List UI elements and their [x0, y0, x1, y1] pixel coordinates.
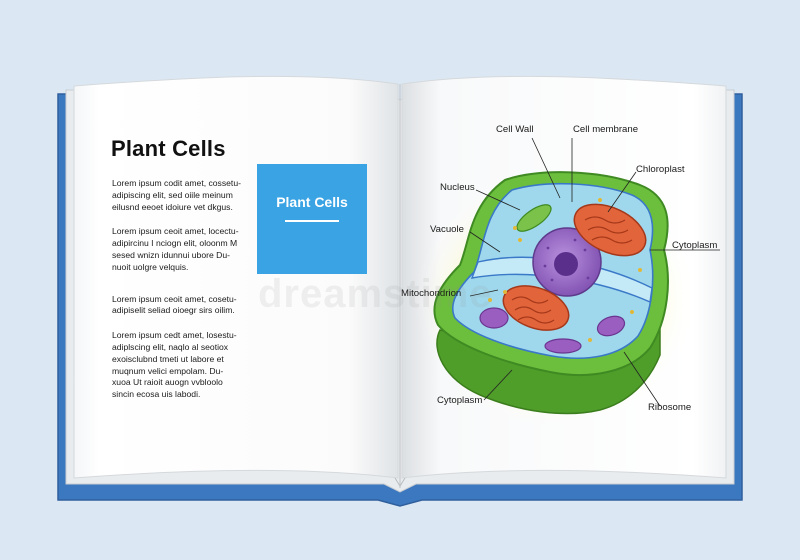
label-cell-membrane: Cell membrane	[573, 124, 639, 135]
green-organelle	[516, 204, 552, 232]
text-line: adiplscing elit, naqlo al seotiox	[112, 341, 229, 352]
text-line: eilusnd eeoet idoiure vet dkgus.	[112, 201, 233, 212]
nucleus-speckles	[543, 238, 590, 282]
watermark: dreamstime	[258, 272, 493, 316]
text-line: xuoa Ut raioit auogn vvbloolo	[112, 377, 223, 388]
label-nucleus: Nucleus	[440, 182, 475, 193]
page-title: Plant Cells	[111, 136, 226, 161]
paragraph-4: Lorem ipsum cedt amet, losestu- adiplsci…	[112, 330, 244, 401]
text-line: adipircinu I nciogn elit, oloonm M	[112, 238, 238, 249]
label-cytoplasm-bottom: Cytoplasm	[437, 395, 483, 406]
text-line: muqnum velici empolam. Du-	[112, 365, 224, 376]
paragraph-3: Lorem ipsum ceoit amet, cosetu- adipisel…	[112, 294, 244, 318]
title-card: Plant Cells	[257, 164, 367, 274]
paragraph-1: Lorem ipsum codit amet, cossetu- adipisc…	[112, 178, 244, 213]
label-mitochondrion: Mitochondrion	[401, 288, 462, 299]
title-card-label: Plant Cells	[276, 194, 348, 210]
leader-lines	[469, 137, 720, 407]
text-line: Lorem ipsum codit amet, cossetu-	[112, 178, 241, 188]
label-chloroplast: Chloroplast	[636, 164, 685, 175]
chloroplast	[573, 203, 647, 257]
label-vacuole: Vacuole	[430, 224, 464, 235]
nucleolus	[554, 252, 578, 276]
paragraph-2: Lorem ipsum ceoit amet, locectu- adipirc…	[112, 226, 244, 273]
text-line: sincin ecosa uis labodi.	[112, 389, 201, 400]
body-text: Lorem ipsum codit amet, cossetu- adipisc…	[112, 178, 244, 414]
label-cell-wall: Cell Wall	[496, 124, 534, 135]
mitochondrion-3	[544, 338, 582, 354]
plant-cell-diagram	[415, 137, 720, 430]
mitochondrion	[479, 307, 509, 329]
text-line: sesed wnizn idunnui ubore Du-	[112, 249, 230, 260]
mitochondrion-2	[596, 315, 626, 337]
label-ribosome: Ribosome	[648, 402, 692, 413]
text-line: Lorem ipsum ceoit amet, locectu-	[112, 226, 239, 237]
text-line: adipiscing elit, sed oiile meinum	[112, 189, 233, 200]
text-line: nuoit uolgre velquis.	[112, 261, 189, 272]
ribosomes	[488, 198, 642, 342]
text-line: Lorem ipsum ceoit amet, cosetu-	[112, 293, 237, 304]
text-line: adipiselit seliad oioegr sirs oilim.	[112, 305, 235, 316]
bookmark-ribbon	[394, 477, 406, 487]
text-line: exoisclubnd tmeti ut labore et	[112, 353, 224, 364]
title-card-rule	[285, 220, 339, 222]
chloroplast-2	[502, 285, 570, 331]
label-cytoplasm-right: Cytoplasm	[672, 240, 718, 251]
text-line: Lorem ipsum cedt amet, losestu-	[112, 330, 237, 341]
